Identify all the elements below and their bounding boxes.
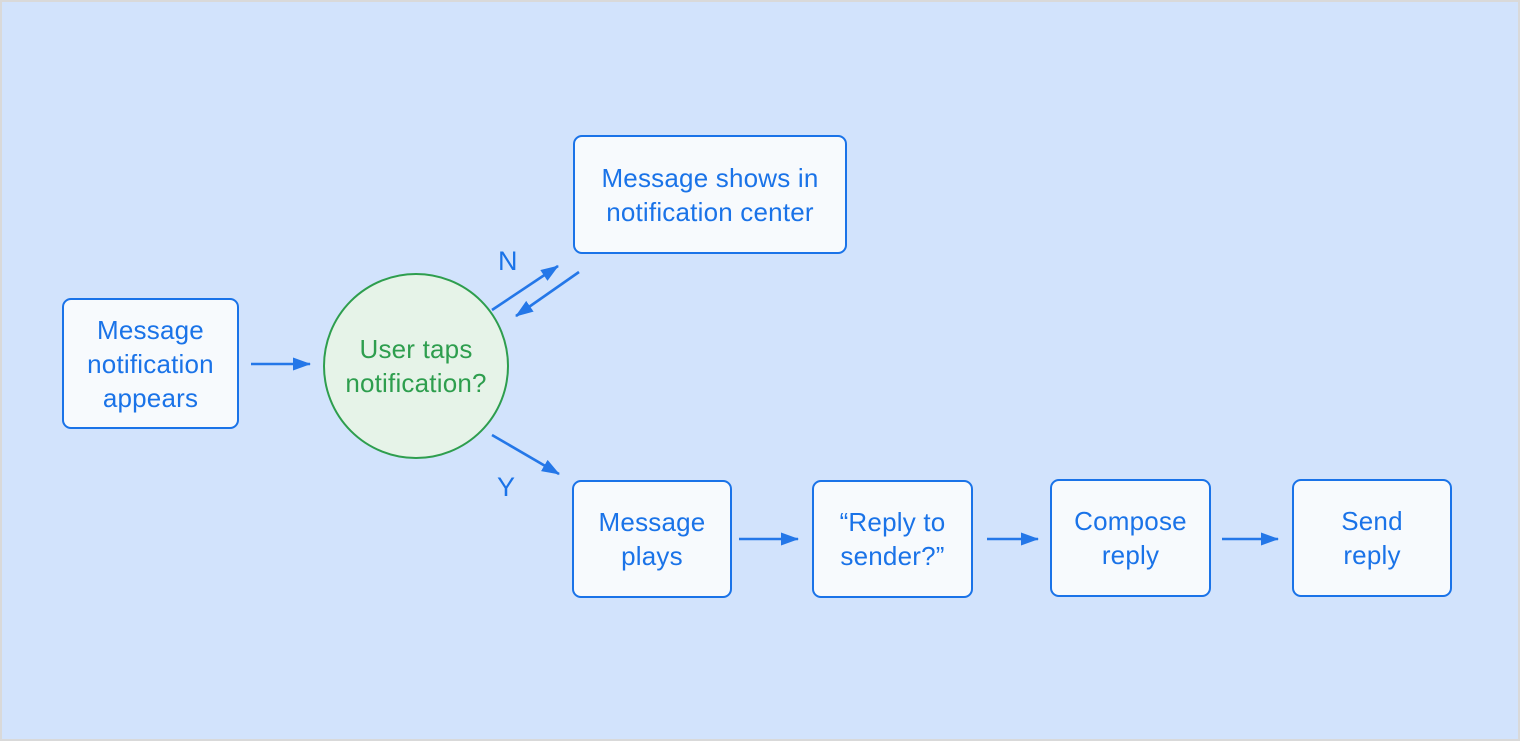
node-message-plays: Message plays [572,480,732,598]
node-decision-user-taps-notification: User taps notification? [323,273,509,459]
node-message-shows-in-notification-center: Message shows in notification center [573,135,847,254]
node-label: “Reply to sender?” [839,507,946,571]
node-label: Message plays [598,507,706,571]
node-send-reply: Send reply [1292,479,1452,597]
node-label: Message shows in notification center [601,162,819,227]
node-label: Compose reply [1074,506,1187,570]
node-message-notification-appears: Message notification appears [62,298,239,429]
edge-decision-to-message-plays-arrow [491,433,560,476]
node-label: Message notification appears [87,314,214,413]
node-reply-to-sender-prompt: “Reply to sender?” [812,480,973,598]
edge-no-outcome-to-decision-arrow [515,270,580,318]
node-label: Send reply [1341,506,1403,570]
edge-label-no: N [498,246,518,276]
edge-label-yes: Y [497,472,516,502]
node-label: User taps notification? [345,334,487,398]
node-compose-reply: Compose reply [1050,479,1211,597]
